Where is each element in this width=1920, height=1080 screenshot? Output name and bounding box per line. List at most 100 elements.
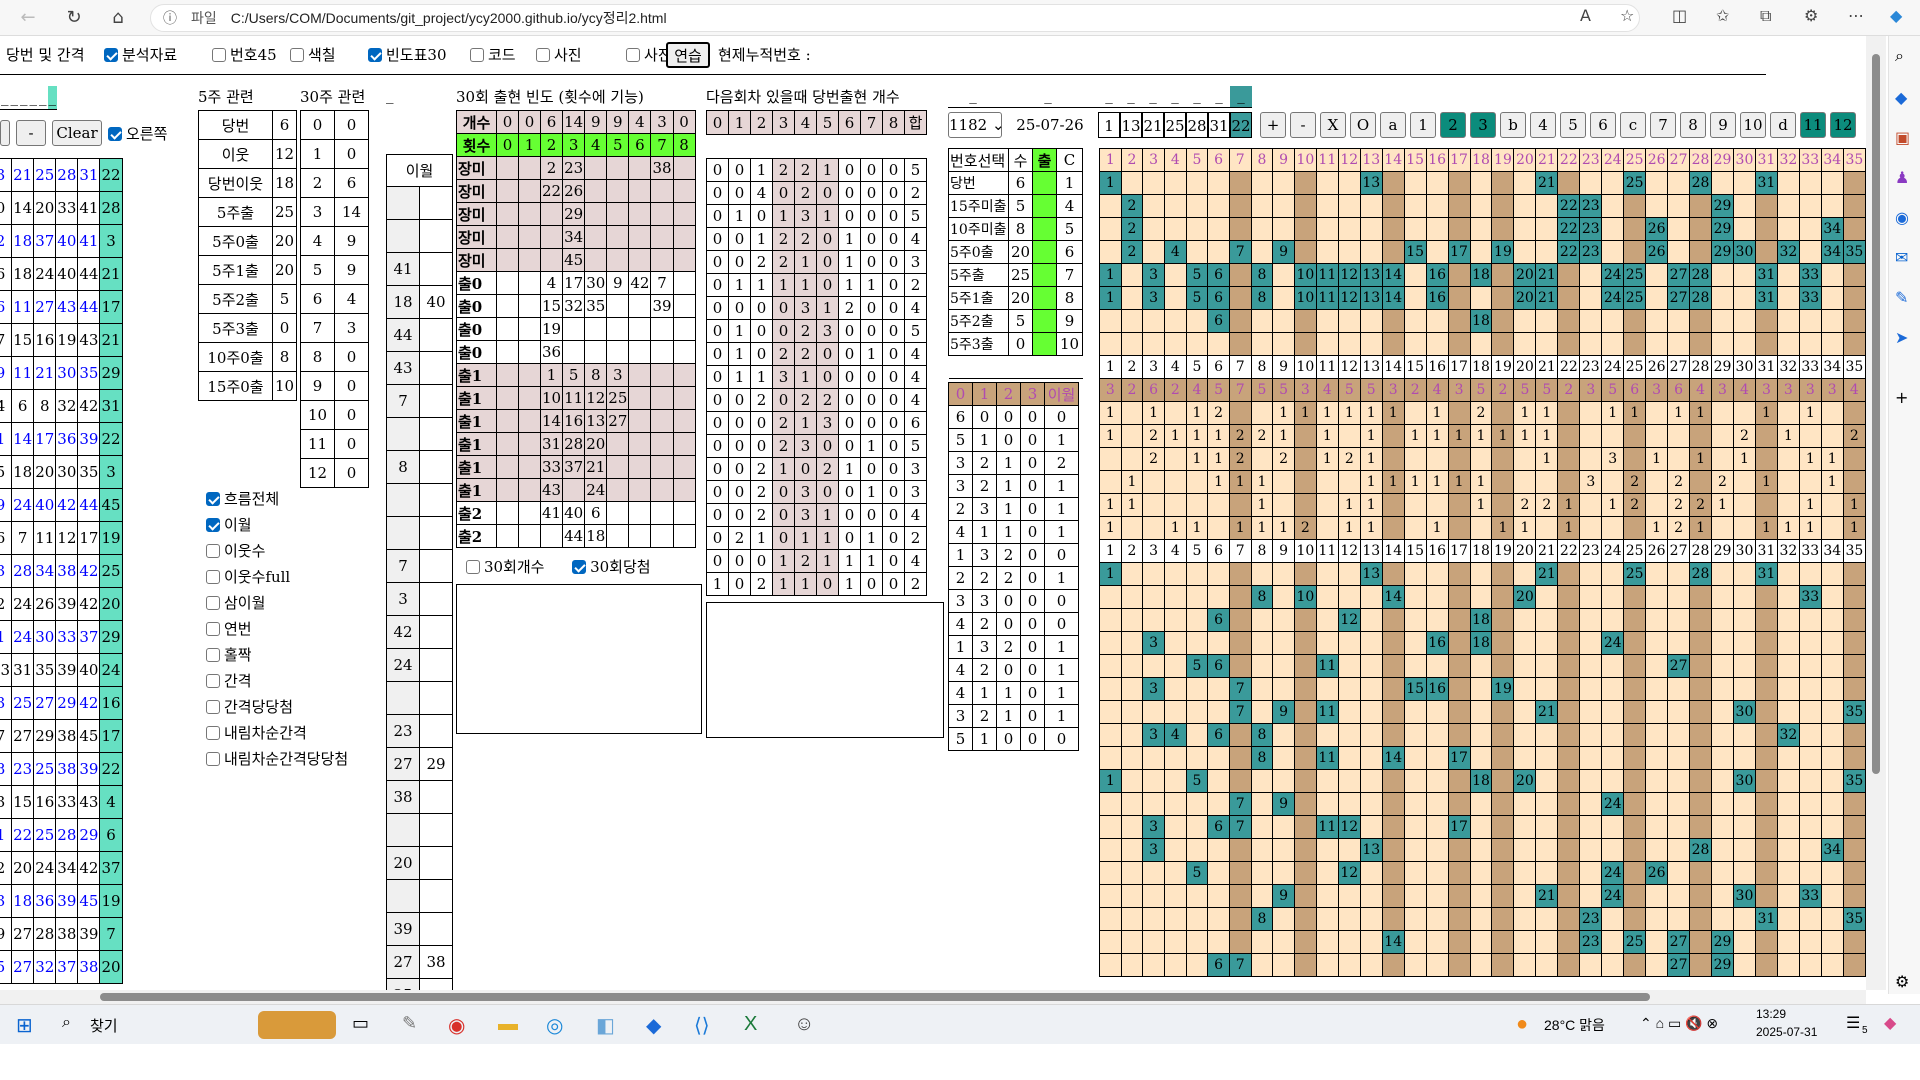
option-10[interactable]: 내림차순간격당당첨 [206,748,348,774]
draw-button-9[interactable]: 9 [1710,112,1736,138]
option-checkbox[interactable] [206,752,220,766]
tools-icon[interactable]: ▣ [1895,128,1911,147]
taskbar-search-label[interactable]: 찾기 [90,1018,118,1035]
vscode-icon[interactable]: ⟨⟩ [694,1015,710,1037]
folder-icon[interactable]: ▬ [498,1013,518,1035]
option-checkbox[interactable] [206,570,220,584]
designer-icon[interactable]: ✎ [1895,288,1909,307]
round-select[interactable]: 1182 ⌄ [948,112,1005,138]
tag-icon[interactable]: ◆ [1895,88,1908,107]
top-option-4[interactable]: 빈도표30 [368,44,447,65]
draw-button-7[interactable]: 7 [1650,112,1676,138]
search-icon[interactable]: ⌕ [62,1014,71,1031]
draw-button-10[interactable]: 10 [1740,112,1766,138]
draw-button-2[interactable]: 2 [1440,112,1466,138]
option-checkbox[interactable] [206,622,220,636]
top-option-7[interactable]: 사진 [626,44,672,65]
refresh-icon[interactable]: ↻ [66,7,82,28]
option-2[interactable]: 이웃수 [206,540,348,566]
vertical-scrollbar[interactable] [1866,36,1886,990]
hscroll-thumb[interactable] [100,993,1650,1001]
freq-textbox[interactable] [456,584,702,734]
top-option-checkbox-5[interactable] [470,48,484,62]
top-option-checkbox-3[interactable] [290,48,304,62]
extensions-icon[interactable]: ⚙ [1804,6,1819,25]
top-option-2[interactable]: 번호45 [212,44,277,65]
chrome-icon[interactable]: ◉ [448,1015,466,1037]
draw-button-b[interactable]: b [1500,112,1526,138]
back-icon[interactable]: ← [20,7,36,28]
option-5[interactable]: 연번 [206,618,348,644]
search-icon[interactable]: ⌕ [1895,46,1904,65]
option-checkbox[interactable] [206,674,220,688]
top-option-checkbox-1[interactable] [104,48,118,62]
option-checkbox[interactable] [206,648,220,662]
draw-button-a[interactable]: a [1380,112,1406,138]
option-8[interactable]: 간격당당첨 [206,696,348,722]
draw-button-11[interactable]: 11 [1800,112,1826,138]
option-7[interactable]: 간격 [206,670,348,696]
top-option-1[interactable]: 분석자료 [104,44,177,65]
top-option-checkbox-6[interactable] [536,48,550,62]
top-option-6[interactable]: 사진 [536,44,582,65]
top-option-checkbox-7[interactable] [626,48,640,62]
option-checkbox[interactable] [206,596,220,610]
option-0[interactable]: 흐름전체 [206,488,348,514]
next-textbox[interactable] [706,602,944,738]
split-screen-icon[interactable]: ◫ [1672,6,1688,25]
horizontal-scrollbar[interactable] [0,990,1866,1004]
right-option[interactable]: 오른쪽 [108,125,167,143]
option-checkbox[interactable] [206,518,220,532]
right-checkbox[interactable] [108,126,122,141]
top-option-3[interactable]: 색칠 [290,44,336,65]
freq-count-checkbox[interactable] [466,560,480,574]
option-checkbox[interactable] [206,492,220,506]
favorites-icon[interactable]: ✩ [1716,6,1730,25]
option-1[interactable]: 이월 [206,514,348,540]
send-icon[interactable]: ➤ [1895,328,1909,347]
draw-button--[interactable]: - [1290,112,1316,138]
add-icon[interactable]: + [1895,388,1909,407]
games-icon[interactable]: ♟ [1895,168,1910,187]
arrow-app-icon[interactable]: ◆ [646,1015,662,1037]
weather-text[interactable]: 28°C 맑음 [1544,1017,1605,1033]
tray-icons[interactable]: ⌃ ⌂ ▭ 🔇 ⊗ [1640,1015,1719,1031]
option-checkbox[interactable] [206,544,220,558]
clear-button[interactable]: Clear [52,120,102,146]
settings-icon[interactable]: ⚙ [1895,972,1910,991]
draw-button-d[interactable]: d [1770,112,1796,138]
option-4[interactable]: 삼이월 [206,592,348,618]
read-aloud-icon[interactable]: A [1580,6,1591,25]
favorite-star-icon[interactable]: ☆ [1620,6,1635,25]
top-option-checkbox-2[interactable] [212,48,226,62]
edge-icon[interactable]: ◎ [546,1015,564,1037]
option-3[interactable]: 이웃수full [206,566,348,592]
task-view-icon[interactable]: ▭ [352,1013,370,1033]
draw-button-4[interactable]: 4 [1530,112,1556,138]
info-icon[interactable]: ⓘ [163,10,177,26]
clock-time[interactable]: 13:29 [1756,1007,1787,1021]
option-6[interactable]: 홀짝 [206,644,348,670]
top-option-5[interactable]: 코드 [470,44,516,65]
m365-icon[interactable]: ◉ [1895,208,1909,227]
windows-start-icon[interactable]: ⊞ [16,1015,33,1037]
more-icon[interactable]: ⋯ [1848,6,1864,25]
option-checkbox[interactable] [206,700,220,714]
home-icon[interactable]: ⌂ [112,7,124,28]
character-app-icon[interactable]: ☺ [794,1013,815,1035]
draw-button-6[interactable]: 6 [1590,112,1616,138]
minus-button[interactable]: - [16,120,46,146]
draw-button-8[interactable]: 8 [1680,112,1706,138]
practice-button[interactable]: 연습 [666,42,710,68]
freq-win-checkbox[interactable] [572,560,587,574]
draw-button-c[interactable]: c [1620,112,1646,138]
notification-icon[interactable]: ☰ [1846,1015,1861,1032]
copilot-icon[interactable]: ◆ [1890,6,1903,25]
draw-button-5[interactable]: 5 [1560,112,1586,138]
draw-button-12[interactable]: 12 [1830,112,1856,138]
collections-icon[interactable]: ⧉ [1760,6,1772,25]
tiger-widget-icon[interactable] [258,1011,336,1039]
outlook-icon[interactable]: ✉ [1895,248,1909,267]
draw-button-1[interactable]: 1 [1410,112,1436,138]
